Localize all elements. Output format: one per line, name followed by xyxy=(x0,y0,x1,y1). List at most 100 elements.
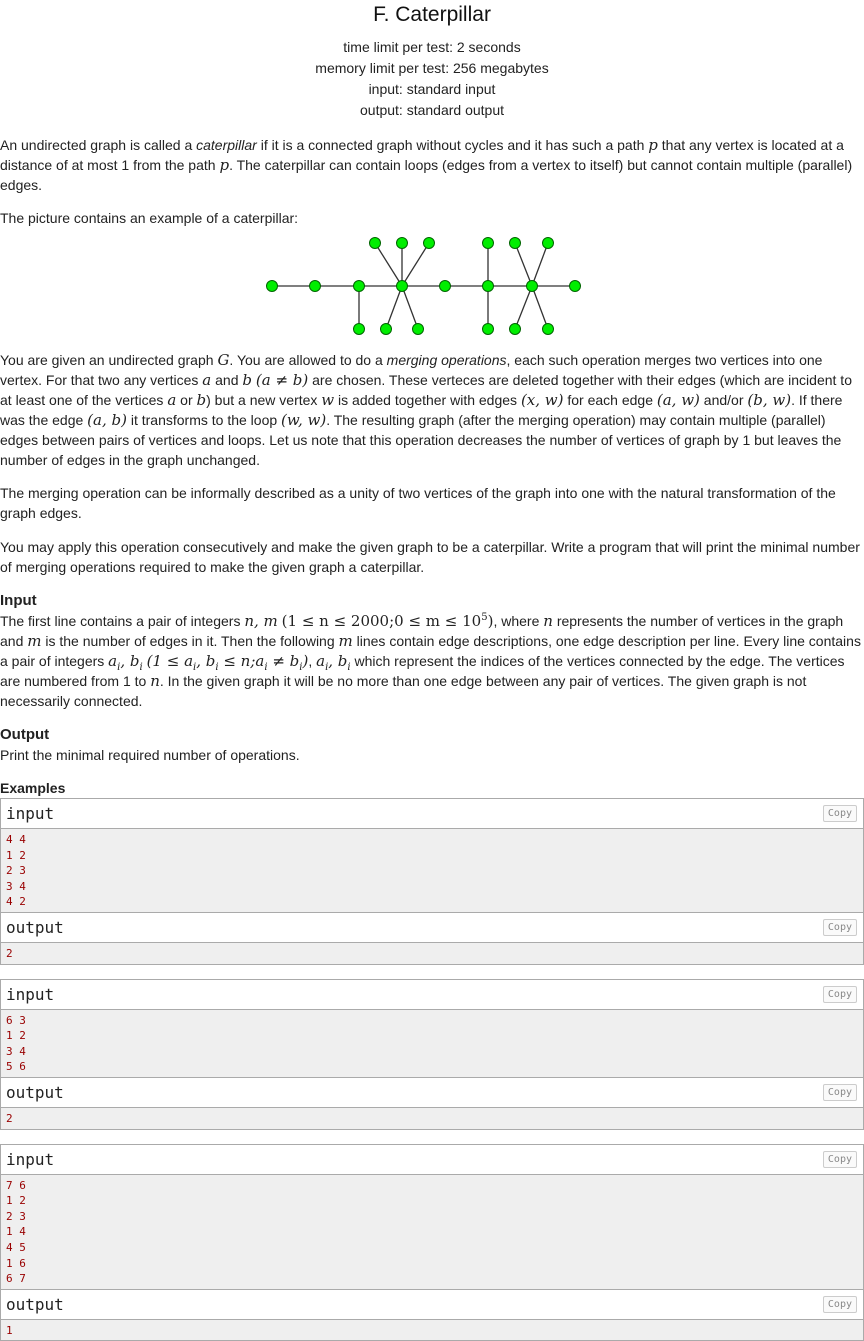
copy-output-button[interactable]: Copy xyxy=(822,918,857,936)
math-b: b xyxy=(196,391,207,409)
problem-statement: An undirected graph is called a caterpil… xyxy=(0,135,864,577)
text: . You are allowed to do a xyxy=(229,352,387,368)
text: that any vertex is located at a distance… xyxy=(0,137,844,173)
time-limit: time limit per test: 2 seconds xyxy=(343,39,521,55)
output-content: 2 xyxy=(1,942,863,964)
math-constraint-ab: (1 ≤ ai, bi ≤ n;ai ≠ bi) xyxy=(146,652,309,673)
output-section-text: Print the minimal required number of ope… xyxy=(0,747,300,763)
text: , where xyxy=(493,613,544,629)
graph-edge xyxy=(401,242,430,287)
output-specification: Output Print the minimal required number… xyxy=(0,725,864,765)
input-label: input xyxy=(6,1149,55,1169)
output-content: 2 xyxy=(1,1107,863,1129)
text: and xyxy=(211,372,243,388)
math-a-letter: a xyxy=(108,652,118,670)
text: . If there was the edge xyxy=(0,392,843,428)
problem-title: F. Caterpillar xyxy=(373,3,491,26)
math-a: a xyxy=(202,371,212,389)
caterpillar-figure xyxy=(0,232,864,350)
input-line: 3 4 xyxy=(6,1044,26,1058)
statement-paragraph-4: The merging operation can be informally … xyxy=(0,485,836,521)
graph-edge xyxy=(531,285,549,330)
graph-edge xyxy=(374,242,403,287)
graph-edge xyxy=(531,242,549,287)
copy-input-button[interactable]: Copy xyxy=(822,985,857,1003)
text: for each edge xyxy=(563,392,657,408)
graph-vertex xyxy=(396,237,408,249)
math-b: b xyxy=(242,371,252,389)
math-nm: n, m xyxy=(244,612,278,630)
math-xw: (x, w) xyxy=(520,391,564,409)
input-line: 1 2 xyxy=(6,848,26,862)
text: is added together with edges xyxy=(334,392,521,408)
statement-paragraph-1: An undirected graph is called a caterpil… xyxy=(0,135,864,195)
output-line: 2 xyxy=(6,1111,13,1125)
graph-vertex xyxy=(353,280,365,292)
output-label: output xyxy=(6,917,64,937)
text: which represent the indices of the verti… xyxy=(0,653,845,689)
math-constraint-base: (1 ≤ n ≤ 2000;0 ≤ m ≤ 10 xyxy=(281,612,482,630)
math-ai-bi: ai, bi xyxy=(108,652,143,673)
input-line: 7 6 xyxy=(6,1178,26,1192)
graph-edge xyxy=(514,242,533,287)
math-constraint-ab-text: (1 ≤ a xyxy=(146,652,194,670)
text: or xyxy=(176,392,197,408)
text: if it is a connected graph without cycle… xyxy=(256,137,649,153)
input-line: 3 4 xyxy=(6,879,26,893)
graph-vertex xyxy=(353,323,365,335)
math-constraint-nm: (1 ≤ n ≤ 2000;0 ≤ m ≤ 105) xyxy=(281,612,494,630)
graph-vertex xyxy=(526,280,538,292)
math-n: n xyxy=(150,672,160,690)
output-header: output Copy xyxy=(1,1076,863,1108)
graph-vertex xyxy=(542,323,554,335)
graph-vertex xyxy=(423,237,435,249)
problem-header: F. Caterpillar time limit per test: 2 se… xyxy=(0,0,864,121)
math-ai-bi-2: ai, bi xyxy=(316,652,351,673)
input-file: input: standard input xyxy=(368,81,496,97)
output-content: 1 xyxy=(1,1319,863,1341)
input-section-text: The first line contains a pair of intege… xyxy=(0,612,861,709)
text: , each such operation merges two vertice… xyxy=(0,352,823,388)
input-header: input Copy xyxy=(1,979,863,1010)
term-merging: merging operations xyxy=(386,352,507,368)
memory-limit: memory limit per test: 256 megabytes xyxy=(315,60,549,76)
graph-vertex xyxy=(439,280,451,292)
input-line: 2 3 xyxy=(6,1209,26,1223)
math-bw: (b, w) xyxy=(747,391,792,409)
math-p: p xyxy=(219,156,230,174)
input-line: 2 3 xyxy=(6,864,26,878)
input-line: 4 5 xyxy=(6,1240,26,1254)
text: represents the number of vertices in the… xyxy=(0,613,844,649)
examples-title: Examples xyxy=(0,780,66,796)
math-constraint-exp: 5 xyxy=(481,612,488,623)
math-w: w xyxy=(321,391,335,409)
input-line: 5 6 xyxy=(6,1060,26,1074)
output-label: output xyxy=(6,1082,64,1102)
math-aw: (a, w) xyxy=(656,391,700,409)
copy-output-button[interactable]: Copy xyxy=(822,1295,857,1313)
text: and/or xyxy=(699,392,748,408)
math-ab: (a, b) xyxy=(87,411,127,429)
copy-output-button[interactable]: Copy xyxy=(822,1083,857,1101)
copy-input-button[interactable]: Copy xyxy=(822,1150,857,1168)
graph-vertex xyxy=(266,280,278,292)
input-label: input xyxy=(6,984,55,1004)
text: ) but a new vertex xyxy=(206,392,322,408)
statement-paragraph-2: The picture contains an example of a cat… xyxy=(0,210,299,226)
graph-vertex xyxy=(309,280,321,292)
input-line: 1 4 xyxy=(6,1225,26,1239)
input-line: 1 2 xyxy=(6,1194,26,1208)
text: An undirected graph is called a xyxy=(0,137,197,153)
graph-edge xyxy=(401,285,419,330)
copy-input-button[interactable]: Copy xyxy=(822,805,857,822)
input-header: input Copy xyxy=(1,1144,863,1175)
text: . The caterpillar can contain loops (edg… xyxy=(0,157,853,193)
graph-vertex xyxy=(412,323,424,335)
math-a: a xyxy=(167,391,177,409)
